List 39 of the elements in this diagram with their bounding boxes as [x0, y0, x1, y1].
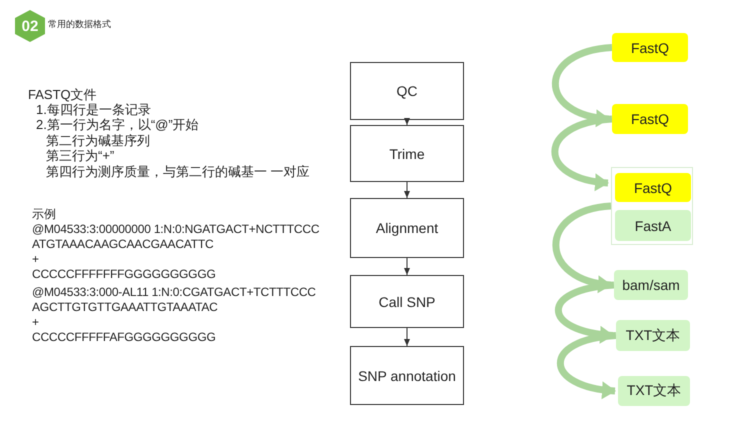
- number-badge: 02: [15, 10, 45, 42]
- curved-arrow: [552, 202, 612, 292]
- curved-arrow: [552, 44, 612, 126]
- format-box: FastQ: [612, 33, 688, 62]
- arrow: [404, 328, 410, 346]
- note-text: 2.第一行为名字，以“@”开始: [36, 116, 199, 134]
- format-box: TXT文本: [616, 320, 690, 351]
- sequence-line: ATGTAAACAAGCAACGAACATTC: [32, 237, 214, 251]
- process-box: Call SNP: [350, 275, 464, 328]
- sequence-line: @M04533:3:000-AL11 1:N:0:CGATGACT+TCTTTCCC: [32, 285, 316, 299]
- arrow: [404, 258, 410, 276]
- process-box: Trime: [350, 125, 464, 182]
- note-text: 第四行为测序质量，与第二行的碱基一 一对应: [46, 163, 310, 181]
- group-box: [611, 167, 693, 245]
- note-text: 示例: [32, 206, 56, 223]
- format-box: TXT文本: [618, 376, 690, 406]
- curved-arrow: [554, 282, 614, 344]
- note-text: FASTQ文件: [28, 86, 97, 104]
- curved-arrow: [552, 116, 612, 190]
- note-text: 1.每四行是一条记录: [36, 102, 151, 118]
- process-box: QC: [350, 62, 464, 120]
- sequence-line: CCCCCFFFFFAFGGGGGGGGGG: [32, 330, 216, 344]
- arrow: [404, 182, 410, 198]
- format-box: FastA: [615, 210, 691, 241]
- process-box: Alignment: [350, 198, 464, 258]
- note-text: 第二行为碱基序列: [46, 132, 150, 149]
- curved-arrow: [556, 332, 616, 398]
- sequence-line: +: [32, 252, 39, 266]
- note-text: 第三行为“+”: [46, 147, 114, 165]
- sequence-line: AGCTTGTGTTGAAATTGTAAATAC: [32, 300, 218, 314]
- arrow: [404, 118, 410, 126]
- sequence-line: +: [32, 315, 39, 329]
- format-box: FastQ: [612, 104, 688, 134]
- page-heading: 常用的数据格式: [48, 18, 111, 31]
- format-box: bam/sam: [614, 270, 688, 300]
- sequence-line: CCCCCFFFFFFFGGGGGGGGGG: [32, 267, 216, 281]
- process-box: SNP annotation: [350, 346, 464, 405]
- sequence-line: @M04533:3:00000000 1:N:0:NGATGACT+NCTTTCCC: [32, 222, 320, 236]
- format-box: FastQ: [615, 173, 691, 202]
